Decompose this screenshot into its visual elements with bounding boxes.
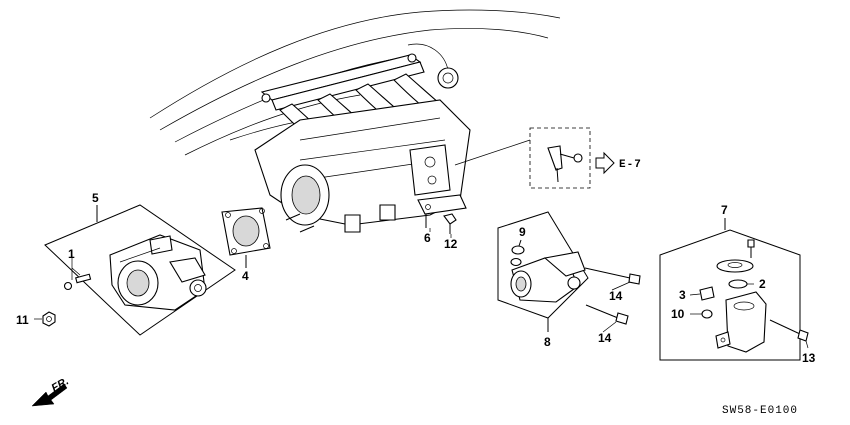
front-direction-arrow: FR. (31, 375, 71, 407)
callout-1: 1 (68, 247, 75, 261)
callout-10: 10 (671, 307, 685, 321)
callout-5: 5 (92, 191, 99, 205)
callout-9: 9 (519, 225, 526, 239)
callout-13: 13 (802, 351, 816, 365)
callout-11: 11 (16, 313, 29, 327)
callout-2: 2 (759, 277, 766, 291)
callout-4: 4 (242, 269, 249, 283)
intake-manifold-illustration (149, 9, 561, 233)
throttle-body-group (42, 204, 236, 336)
callout-7: 7 (721, 203, 728, 217)
callout-12: 12 (444, 237, 458, 251)
bracket-and-bolt (417, 194, 467, 234)
diagram-code: SW58-E0100 (722, 405, 798, 417)
callout-14a: 14 (609, 289, 623, 303)
iac-valve-group (497, 211, 641, 332)
callout-3: 3 (679, 288, 686, 302)
reference-label: E-7 (619, 159, 642, 171)
leader-lines (34, 228, 809, 349)
callout-8: 8 (544, 335, 551, 349)
callout-14b: 14 (598, 331, 612, 345)
e7-reference-box (529, 127, 615, 189)
throttle-gasket (221, 207, 271, 268)
fast-idle-valve-group (659, 218, 809, 361)
callout-6: 6 (424, 231, 431, 245)
front-direction-label: FR. (50, 375, 71, 394)
